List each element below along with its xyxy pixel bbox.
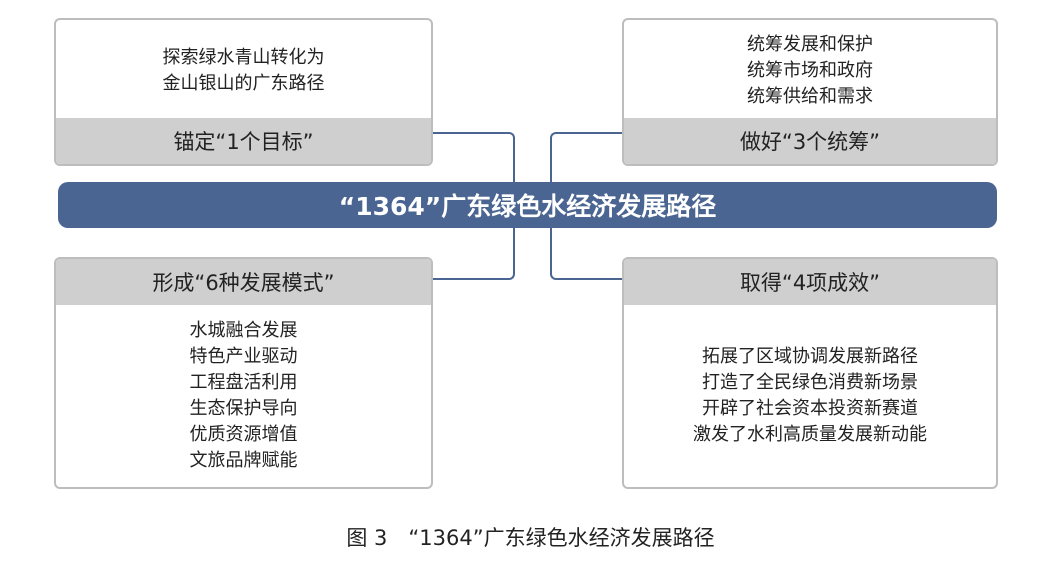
results-item: 打造了全民绿色消费新场景 bbox=[702, 372, 918, 393]
goal-item: 探索绿水青山转化为 bbox=[162, 47, 325, 68]
connector-top-left bbox=[430, 132, 515, 186]
connector-top-right bbox=[550, 132, 626, 186]
results-item: 拓展了区域协调发展新路径 bbox=[702, 346, 918, 367]
main-title-bar: “1364”广东绿色水经济发展路径 bbox=[58, 182, 997, 228]
modes-header: 形成“6种发展模式” bbox=[56, 259, 431, 305]
modes-box: 形成“6种发展模式” 水城融合发展 特色产业驱动 工程盘活利用 生态保护导向 优… bbox=[54, 257, 433, 489]
goal-item: 金山银山的广东路径 bbox=[162, 73, 325, 94]
coord-header: 做好“3个统筹” bbox=[624, 118, 996, 164]
modes-item: 文旅品牌赋能 bbox=[189, 450, 298, 471]
coord-item: 统筹供给和需求 bbox=[747, 86, 873, 107]
coord-item: 统筹发展和保护 bbox=[747, 34, 873, 55]
results-header: 取得“4项成效” bbox=[624, 259, 996, 305]
modes-item: 特色产业驱动 bbox=[189, 346, 298, 367]
connector-bottom-left bbox=[430, 226, 515, 280]
results-box: 取得“4项成效” 拓展了区域协调发展新路径 打造了全民绿色消费新场景 开辟了社会… bbox=[622, 257, 998, 489]
results-item: 激发了水利高质量发展新动能 bbox=[693, 424, 927, 445]
goal-header: 锚定“1个目标” bbox=[56, 118, 431, 164]
figure-caption: 图 3 “1364”广东绿色水经济发展路径 bbox=[346, 526, 715, 550]
modes-item: 优质资源增值 bbox=[189, 424, 298, 445]
coord-box: 统筹发展和保护统筹市场和政府统筹供给和需求 做好“3个统筹” bbox=[622, 18, 998, 166]
connector-bottom-right bbox=[550, 226, 626, 280]
modes-item: 水城融合发展 bbox=[189, 320, 298, 341]
results-item: 开辟了社会资本投资新赛道 bbox=[702, 398, 918, 419]
goal-box: 探索绿水青山转化为金山银山的广东路径 锚定“1个目标” bbox=[54, 18, 433, 166]
modes-item: 工程盘活利用 bbox=[189, 372, 298, 393]
coord-item: 统筹市场和政府 bbox=[747, 60, 873, 81]
modes-item: 生态保护导向 bbox=[189, 398, 298, 419]
